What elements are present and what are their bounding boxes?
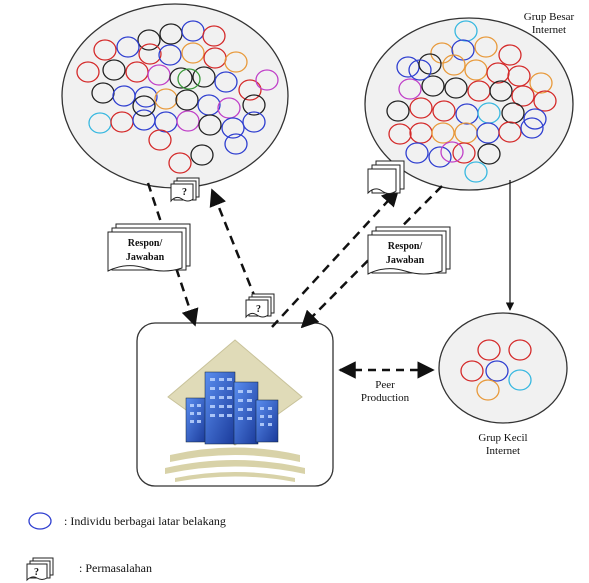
question-mark-top: ? (182, 187, 187, 198)
individual-circle (221, 117, 245, 139)
label-large-group-line1: Grup Besar (524, 11, 575, 23)
individual-circle (498, 44, 522, 66)
individual-circle (529, 72, 553, 94)
group-left-ellipse (61, 3, 289, 189)
response-right-line1: Respon/ (388, 241, 423, 252)
individual-circle (452, 142, 476, 164)
individual-circle (168, 152, 192, 174)
legend-problem-icon: ? (26, 557, 54, 582)
individual-circle (148, 129, 172, 151)
group-small-internet-individuals (460, 339, 532, 401)
legend-problem-text: : Permasalahan (79, 561, 152, 575)
document-response-left: Respon/ Jawaban (107, 223, 191, 272)
individual-circle (242, 111, 266, 133)
individual-circle (428, 146, 452, 168)
individual-circle (440, 141, 464, 163)
label-peer-line2: Production (361, 392, 410, 404)
individual-circle (93, 39, 117, 61)
individual-circle (202, 25, 226, 47)
group-small-internet-ellipse (438, 312, 568, 424)
individual-circle (432, 100, 456, 122)
building-icon (165, 339, 305, 482)
individual-circle (477, 143, 501, 165)
label-large-group-line2: Internet (532, 24, 566, 36)
individual-circle (137, 29, 161, 51)
individual-circle (523, 108, 547, 130)
question-mark-bottom: ? (256, 304, 261, 315)
individual-circle (444, 77, 468, 99)
individual-circle (421, 75, 445, 97)
group-large-internet-individuals (386, 20, 557, 183)
individual-circle (224, 51, 248, 73)
document-question-bottom: ? (245, 293, 275, 319)
individual-circle (242, 94, 266, 116)
individual-circle (442, 54, 466, 76)
group-left-individuals (76, 20, 279, 174)
arrow-organization-to-large-group (271, 188, 400, 328)
individual-circle (533, 90, 557, 112)
individual-circle (476, 379, 500, 401)
individual-circle (386, 100, 410, 122)
individual-circle (409, 97, 433, 119)
individual-circle (214, 71, 238, 93)
individual-circle (498, 121, 522, 143)
label-small-group-line1: Grup Kecil (478, 432, 527, 444)
individual-circle (158, 44, 182, 66)
individual-circle (175, 89, 199, 111)
label-small-group-line2: Internet (486, 445, 520, 457)
individual-circle (520, 117, 544, 139)
individual-circle (477, 339, 501, 361)
individual-circle (132, 95, 156, 117)
individual-circle (224, 133, 248, 155)
individual-circle (181, 42, 205, 64)
individual-circle (398, 78, 422, 100)
arrow-left-group-to-organization (146, 182, 199, 327)
individual-circle (474, 36, 498, 58)
individual-circle (388, 123, 412, 145)
individual-circle (192, 66, 216, 88)
individual-circle (198, 114, 222, 136)
response-left-line1: Respon/ (128, 238, 163, 249)
individual-circle (464, 161, 488, 183)
individual-circle (190, 144, 214, 166)
individual-circle (102, 59, 126, 81)
individual-circle (177, 68, 201, 90)
individual-circle (511, 85, 535, 107)
individual-circle (255, 69, 279, 91)
individual-circle (176, 110, 200, 132)
arrow-large-group-to-organization (300, 185, 443, 329)
response-left-line2: Jawaban (126, 252, 165, 263)
individual-circle (489, 80, 513, 102)
individual-circle (460, 360, 484, 382)
document-response-right: Respon/ Jawaban (367, 226, 451, 275)
document-blank-right (367, 160, 405, 195)
individual-circle (238, 79, 262, 101)
individual-circle (76, 61, 100, 83)
individual-circle (508, 339, 532, 361)
individual-circle (138, 43, 162, 65)
response-right-line2: Jawaban (386, 255, 425, 266)
individual-circle (116, 36, 140, 58)
individual-circle (431, 122, 455, 144)
individual-circle (134, 86, 158, 108)
document-question-top: ? (170, 177, 200, 203)
individual-circle (485, 360, 509, 382)
individual-circle (154, 88, 178, 110)
legend-problem-icon-mark: ? (34, 567, 39, 578)
legend-individual-text: : Individu berbagai latar belakang (64, 514, 226, 528)
individual-circle (169, 67, 193, 89)
arrow-question-to-left-group (209, 188, 258, 301)
legend-individual-icon (28, 512, 52, 530)
individual-circle (405, 142, 429, 164)
label-peer-line1: Peer (375, 379, 395, 391)
individual-circle (508, 369, 532, 391)
individual-circle (408, 59, 432, 81)
